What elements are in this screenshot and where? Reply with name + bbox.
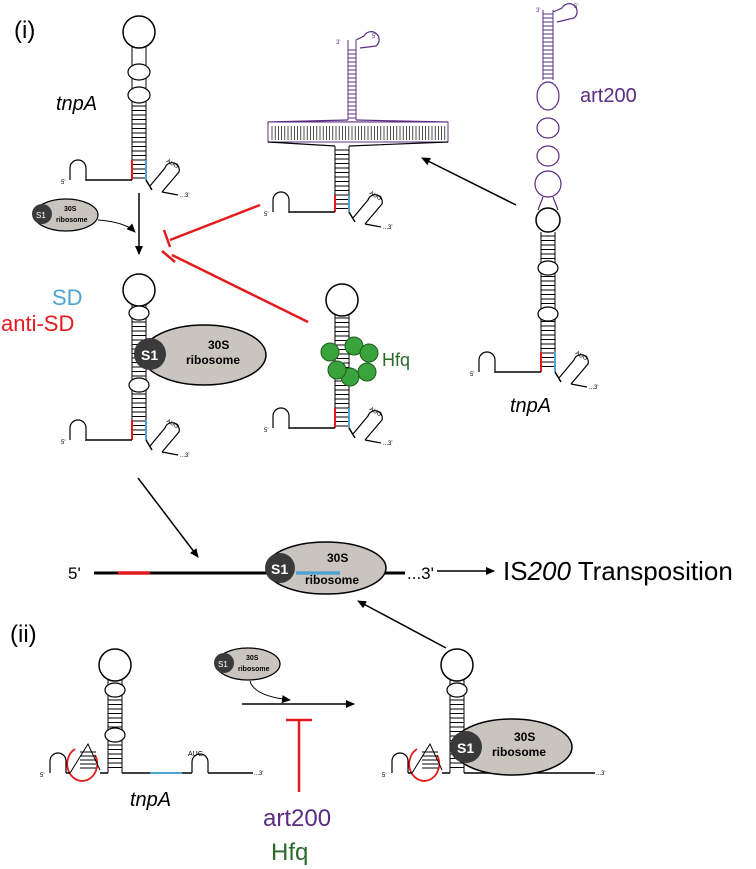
aug-hairpin [149,162,180,193]
five-prime-label: 5' [470,372,474,378]
three-prime-label: ...3' [180,193,189,199]
s1-label: S1 [218,660,228,669]
small-hairpin-5 [69,159,87,180]
inhibition-t-ii [286,718,312,792]
tnpa-panel-ii: 5' AUG ...3' tnpA [40,648,263,811]
art200-label: art200 [580,85,637,107]
ribosome-word: ribosome [238,666,270,673]
hairpin-loop [122,15,156,49]
panel-label-i: (i) [14,17,35,44]
three-prime-label: 3' [536,8,540,14]
curved-arrow-ii [249,680,291,704]
three-prime-label: ...3' [589,385,598,391]
five-prime-label: 5' [40,773,44,779]
bulge-1 [127,86,151,104]
s1-label: S1 [141,347,158,363]
mrna-backbone [85,179,153,191]
aug-label: AUG [574,351,589,363]
ribosome-30s-label: 30S [64,206,77,213]
mrna-three-prime: ...3' [407,564,434,583]
art200-tnpa-duplex: 3' 5' 5' AUG ...3' [264,31,449,231]
three-prime-label: ...3' [180,453,189,459]
three-prime-label: ...3' [254,771,263,777]
tnpa-hfq-complex: 5' AUG ...3' Hfq [264,283,410,447]
tnpa-ribosome-complex: 5' AUG ...3' S1 30S ribosome [61,273,267,459]
five-prime-label: 5' [264,212,268,218]
s1-protein [265,553,295,583]
ribosome-30s-label: 30S [208,338,229,352]
transposition-number: 200 [527,556,572,586]
s1-protein-large [134,338,166,370]
aug-label: AUG [368,191,383,203]
arrow-to-translation-ii [357,600,447,649]
inhibitor-art200: art200 [263,805,331,832]
three-prime-label: ...3' [383,225,392,231]
anti-sd-legend: anti-SD [1,311,74,336]
tnpa-structure-top: tnpA 5' AUG ...3' [56,15,189,199]
aug-label: AUG [368,407,383,419]
five-prime-label: 5' [382,773,386,779]
bulge-2 [127,63,151,81]
s1-label: S1 [457,740,474,756]
ribosome-word: ribosome [186,353,240,367]
ribosome-small-top: S1 30S ribosome [32,198,99,232]
tnpa-label-top: tnpA [56,93,97,115]
five-prime-label: 5' [574,4,578,10]
hfq-hexamer [320,336,379,387]
aug-label: AUG [165,419,180,431]
three-prime-label: 3' [336,40,340,46]
tnpa-label-right: tnpA [510,395,551,417]
transposition-suffix: Transposition [571,556,733,586]
five-prime-label: 5' [264,428,268,434]
arrow-pairing [421,157,517,206]
three-prime-label: ...3' [596,771,605,777]
transposition-prefix: IS [503,556,528,586]
ribosome-word: ribosome [492,745,546,759]
anti-sd-loop [66,748,99,782]
curved-arrow-ribosome [97,219,136,233]
aug-label: AUG [165,159,180,171]
ribosome-30s-label: 30S [514,730,535,744]
art200-and-tnpa: 3' 5' art200 5' AUG ...3' tnpA [470,3,637,417]
tnpa-label-ii: tnpA [130,789,171,811]
s1-label: S1 [36,211,46,220]
aug-label: AUG [188,751,203,758]
transposition-label: IS200 Transposition [503,556,733,586]
ribosome-small-ii: S1 30S ribosome [214,647,281,681]
arrow-to-translation [137,477,199,558]
duplex-body [267,121,449,143]
ribosome-30s-label: 30S [246,655,259,662]
duplex-wedge-bottom [267,141,449,147]
sd-legend: SD [52,285,83,310]
inhibitor-hfq: Hfq [271,839,308,866]
five-prime-label: 5' [61,180,65,186]
s1-protein [32,204,52,224]
mrna-five-prime: 5' [68,564,81,583]
ribosome-30s-label: 30S [327,551,348,565]
translating-mrna: S1 30S ribosome 5' ...3' [68,541,434,595]
s1-label: S1 [271,561,288,577]
ribosome-word: ribosome [305,573,359,587]
ribosome-word: ribosome [56,217,88,224]
five-prime-label: 5' [61,440,65,446]
three-prime-label: ...3' [383,441,392,447]
five-prime-label: 5' [372,34,376,40]
hfq-label: Hfq [382,350,410,370]
panel-label-ii: (ii) [10,621,37,648]
tnpa-ribosome-ii: 5' ...3' S1 30S ribosome [382,648,605,782]
inhibition-symbol [161,203,309,324]
